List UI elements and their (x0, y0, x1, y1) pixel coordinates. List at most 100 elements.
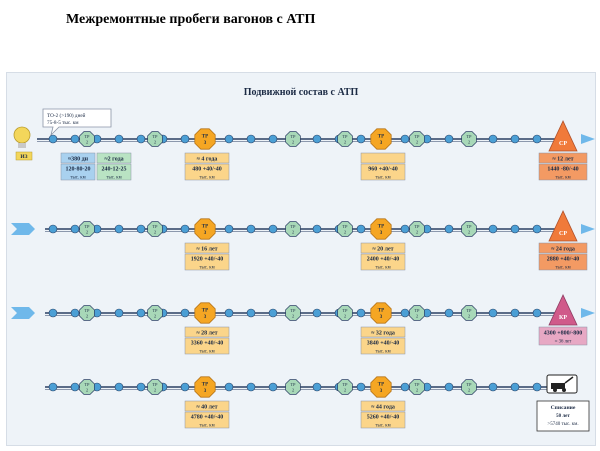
tr3-node (370, 376, 392, 398)
tr3-box-years-text: ≈ 44 года (371, 405, 395, 411)
tr2-node (461, 305, 477, 321)
chevron-arrow-icon (11, 307, 35, 319)
tow-truck-icon (546, 374, 578, 394)
tr3-node-label: ТР (202, 135, 208, 140)
tr3-node (194, 128, 216, 150)
tr2-node (147, 131, 163, 147)
tr2-node-label: ТР (467, 134, 473, 139)
track-end-arrow (581, 224, 595, 234)
to-node (356, 224, 366, 234)
tr2-node (147, 221, 163, 237)
tr2-node-label: ТР (415, 224, 421, 229)
to-node (48, 382, 58, 392)
to-node (70, 224, 80, 234)
tr3-box-km-text: тыс. км (375, 176, 390, 181)
tr3-node-level: 3 (380, 231, 383, 236)
to-node (510, 382, 520, 392)
tr3-box-years-text: ≈ 16 лет (196, 247, 217, 253)
to-node (180, 224, 190, 234)
diagram-title: Подвижной состав с АТП (244, 87, 359, 98)
tr3-box-years-bg (360, 326, 406, 338)
tr2-node-label: ТР (85, 134, 91, 139)
tr3-box-years: ≈ 44 года (360, 400, 406, 412)
tr3-box-km-bg (184, 411, 230, 429)
to-node (488, 382, 498, 392)
tr2-node-label: ТР (153, 382, 159, 387)
tr3-box-km-text: тыс. км (199, 176, 214, 181)
kr-box: 4300 +800/-800≈ 36 лет (538, 326, 588, 346)
to-node (136, 308, 146, 318)
tr2-node-label: ТР (85, 308, 91, 313)
callout-line1: ТО-2 (>190) дней (47, 112, 86, 119)
to-node (246, 382, 256, 392)
tr3-box-km-text: 960 +40/-40 (368, 167, 398, 173)
sr-triangle-icon (548, 210, 578, 242)
tr2-node (79, 131, 95, 147)
tr2-node (285, 221, 301, 237)
info-box-km-b-text: 240-12-25 (102, 167, 127, 173)
tr3-box-years: ≈ 32 года (360, 326, 406, 338)
tr3-box-km-text: тыс. км (375, 424, 390, 429)
tr2-node (147, 379, 163, 395)
to-node (488, 224, 498, 234)
tr3-box-km-bg (360, 411, 406, 429)
sr-box-years: ≈ 24 года (538, 242, 588, 254)
to-node (400, 382, 410, 392)
tr3-box-years: ≈ 20 лет (360, 242, 406, 254)
info-box-km-b-bg (96, 163, 132, 181)
tr3-node-label: ТР (378, 135, 384, 140)
tr3-box-km-text: 4780 +40/-40 (191, 415, 224, 421)
to-node (444, 308, 454, 318)
tow-truck-wheel (553, 388, 557, 392)
tr3-node-label: ТР (202, 309, 208, 314)
tr2-node-label: ТР (291, 308, 297, 313)
tr2-node-level: 2 (416, 314, 418, 319)
to-node (136, 134, 146, 144)
tr2-node (409, 131, 425, 147)
info-box-km-a-bg (60, 163, 96, 181)
info-box-km-a-text: 120-80-20 (66, 167, 91, 173)
tr3-box-years-bg (360, 152, 406, 164)
to-node (136, 382, 146, 392)
to-node (444, 224, 454, 234)
to-node (268, 134, 278, 144)
tr2-node-level: 2 (344, 314, 346, 319)
tr2-node-level: 2 (468, 314, 470, 319)
tr2-node-level: 2 (86, 314, 88, 319)
to-node (136, 224, 146, 234)
tr2-node-label: ТР (415, 308, 421, 313)
sr-box-km-text: 2880 +40/-40 (547, 257, 580, 263)
tr2-node (285, 379, 301, 395)
to-node (268, 224, 278, 234)
tr2-node-label: ТР (343, 224, 349, 229)
tr2-node-level: 2 (86, 388, 88, 393)
tr2-node-level: 2 (292, 140, 294, 145)
tr3-node (370, 302, 392, 324)
sr-box-km-bg (538, 163, 588, 181)
tr2-node-level: 2 (468, 140, 470, 145)
tr2-node-level: 2 (292, 230, 294, 235)
to-node (312, 382, 322, 392)
kr-triangle-icon (548, 294, 578, 326)
to-node (400, 308, 410, 318)
tr3-node-label: ТР (378, 309, 384, 314)
tr2-node-level: 2 (86, 140, 88, 145)
info-box-years-text: ≈2 года (104, 157, 123, 163)
to-node (70, 308, 80, 318)
to-node (532, 134, 542, 144)
write-off-km: >5740 тыс. км. (547, 422, 578, 427)
tr3-box-km-text: 5260 +40/-40 (367, 415, 400, 421)
tr3-box-km-bg (360, 253, 406, 271)
tr3-box-km-text: 3840 +40/-40 (367, 341, 400, 347)
tr3-box-years-text: ≈ 4 года (197, 157, 218, 163)
to-node (444, 382, 454, 392)
chevron-arrow-icon (11, 223, 35, 235)
info-box-days: ≈380 дн (60, 152, 96, 164)
tr3-box-km-text: тыс. км (199, 266, 214, 271)
to-node (400, 224, 410, 234)
kr-box-text: ≈ 36 лет (555, 340, 572, 345)
sr-box-years: ≈ 12 лет (538, 152, 588, 164)
